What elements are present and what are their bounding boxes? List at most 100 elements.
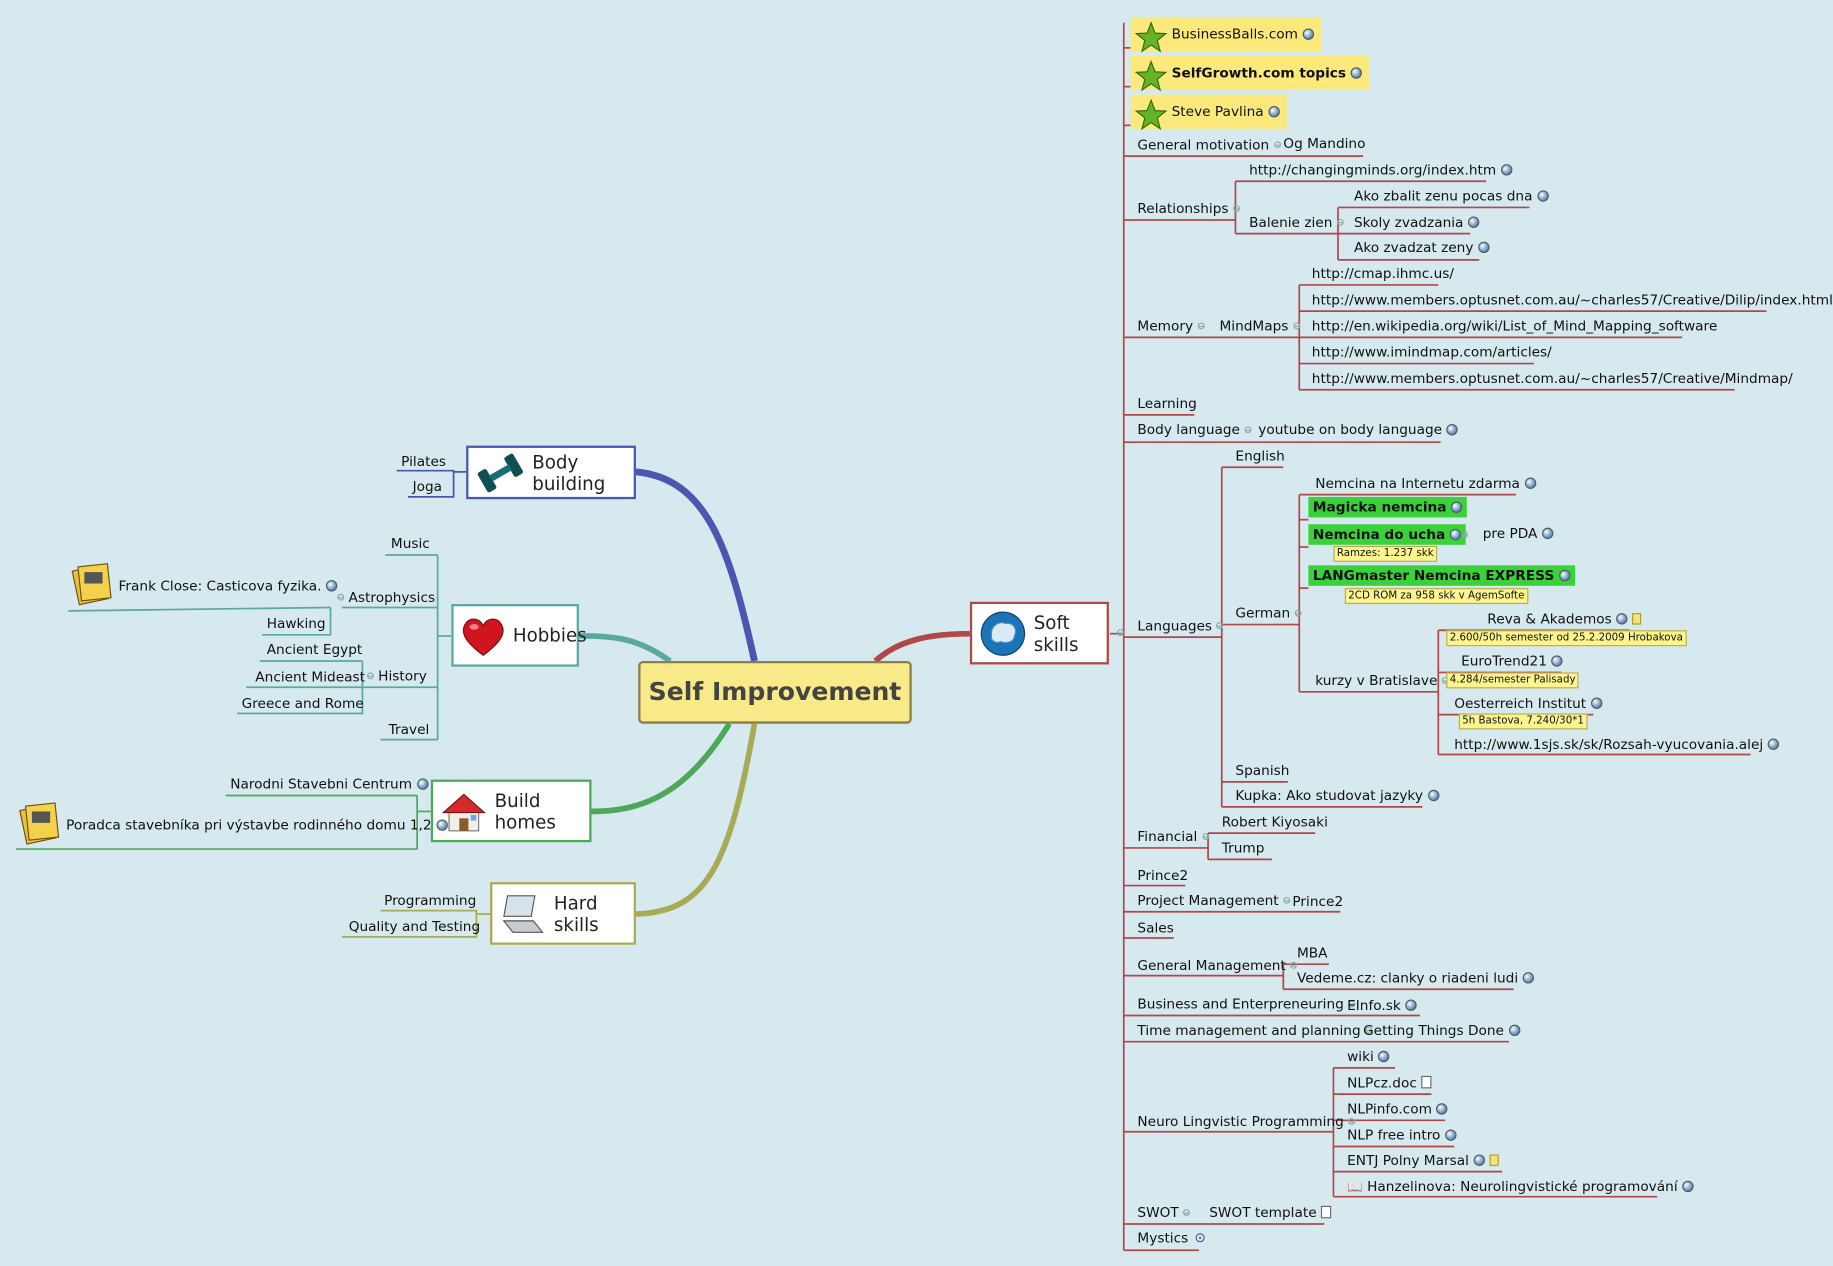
selfgrowth-topic[interactable]: SelfGrowth.com topics [1130, 55, 1369, 92]
collapse-icon[interactable] [1283, 896, 1291, 904]
vedeme-topic[interactable]: Vedeme.cz: clanky o riadeni ludi [1297, 970, 1535, 986]
soft-skills-node[interactable]: Soft skills [969, 601, 1109, 665]
nlpcz-topic[interactable]: NLPcz.doc [1347, 1075, 1432, 1091]
link-icon[interactable] [1537, 190, 1549, 202]
link-icon[interactable] [1268, 105, 1280, 118]
link-icon[interactable] [416, 778, 429, 790]
hawking-topic[interactable]: Hawking [266, 615, 326, 632]
expand-icon[interactable] [1195, 1233, 1205, 1243]
link-icon[interactable] [1378, 1050, 1390, 1063]
prince2-topic[interactable]: Prince2 [1137, 867, 1189, 884]
mindmap-link[interactable]: http://cmap.ihmc.us/ [1311, 265, 1455, 282]
quality-testing-topic[interactable]: Quality and Testing [348, 918, 481, 935]
collapse-icon[interactable] [1197, 322, 1205, 330]
pre-pda-topic[interactable]: pre PDA [1483, 525, 1554, 541]
collapse-icon[interactable] [366, 672, 374, 680]
body-language-topic[interactable]: Body language [1137, 422, 1252, 438]
spanish-topic[interactable]: Spanish [1235, 762, 1290, 779]
collapse-icon[interactable] [1292, 322, 1300, 330]
financial-topic[interactable]: Financial [1137, 829, 1209, 845]
history-topic[interactable]: History [362, 668, 427, 684]
mystics-topic[interactable]: Mystics [1137, 1230, 1205, 1246]
link-icon[interactable] [1350, 67, 1362, 79]
music-topic[interactable]: Music [390, 535, 430, 552]
nemcina-internet-topic[interactable]: Nemcina na Internetu zdarma [1315, 475, 1536, 491]
document-icon[interactable] [1321, 1205, 1332, 1219]
collapse-icon[interactable] [1273, 141, 1281, 149]
poradca-topic[interactable]: Poradca stavebníka pri výstavbe rodinnéh… [19, 800, 448, 848]
pavlina-topic[interactable]: Steve Pavlina [1130, 94, 1287, 131]
nlpinfo-topic[interactable]: NLPinfo.com [1347, 1101, 1448, 1117]
collapse-icon[interactable] [1216, 622, 1224, 630]
entj-topic[interactable]: ENTJ Polny Marsal [1347, 1152, 1499, 1168]
pilates-topic[interactable]: Pilates [401, 453, 447, 470]
collapse-icon[interactable] [1348, 1000, 1356, 1008]
ancient-mideast-topic[interactable]: Ancient Mideast [255, 669, 366, 685]
link-icon[interactable] [1590, 697, 1603, 709]
nlp-topic[interactable]: Neuro Lingvistic Programming [1137, 1113, 1356, 1129]
einfo-topic[interactable]: EInfo.sk [1347, 997, 1417, 1013]
collapse-icon[interactable] [1348, 1118, 1356, 1125]
link-icon[interactable] [1302, 28, 1314, 40]
collapse-icon[interactable] [1201, 833, 1209, 840]
programming-topic[interactable]: Programming [384, 892, 477, 909]
collapse-icon[interactable] [1365, 1026, 1373, 1034]
nlp-free-topic[interactable]: NLP free intro [1347, 1127, 1457, 1143]
link-icon[interactable] [1436, 1103, 1448, 1115]
joga-topic[interactable]: Joga [412, 478, 443, 495]
document-icon[interactable] [1421, 1075, 1432, 1089]
trump-topic[interactable]: Trump [1221, 839, 1265, 856]
link-icon[interactable] [1451, 501, 1463, 513]
pm-prince2-topic[interactable]: Prince2 [1292, 893, 1344, 910]
kurzy-topic[interactable]: kurzy v Bratislave [1315, 672, 1449, 688]
collapse-icon[interactable] [1183, 1209, 1191, 1217]
learning-topic[interactable]: Learning [1137, 395, 1197, 412]
ako-zbalit-topic[interactable]: Ako zbalit zenu pocas dna [1354, 188, 1549, 204]
swot-topic[interactable]: SWOT [1137, 1205, 1191, 1221]
travel-topic[interactable]: Travel [388, 721, 430, 738]
link-icon[interactable] [1473, 1154, 1485, 1166]
link-icon[interactable] [1449, 528, 1462, 541]
balenie-topic[interactable]: Balenie zien [1249, 214, 1344, 230]
relationships-topic[interactable]: Relationships [1137, 201, 1240, 217]
link-icon[interactable] [1427, 789, 1439, 802]
build-homes-node[interactable]: Build homes [430, 779, 592, 843]
oesterreich-topic[interactable]: Oesterreich Institut [1454, 695, 1603, 711]
nsc-topic[interactable]: Narodni Stavebni Centrum [230, 776, 429, 792]
collapse-icon[interactable] [1290, 961, 1298, 969]
collapse-icon[interactable] [1336, 218, 1344, 226]
english-topic[interactable]: English [1235, 447, 1285, 464]
changingminds-link[interactable]: http://changingminds.org/index.htm [1249, 162, 1513, 178]
link-icon[interactable] [1508, 1024, 1520, 1036]
mindmap-link[interactable]: http://en.wikipedia.org/wiki/List_of_Min… [1311, 317, 1718, 334]
link-icon[interactable] [1446, 423, 1459, 436]
note-icon[interactable] [1489, 1154, 1499, 1166]
link-icon[interactable] [1541, 527, 1554, 540]
ancient-egypt-topic[interactable]: Ancient Egypt [266, 641, 363, 658]
link-icon[interactable] [1467, 216, 1480, 228]
mindmap-link[interactable]: http://www.members.optusnet.com.au/~char… [1311, 291, 1833, 308]
youtube-body-topic[interactable]: youtube on body language [1258, 422, 1459, 438]
ako-zvadzat-topic[interactable]: Ako zvadzat zeny [1354, 239, 1490, 255]
greece-rome-topic[interactable]: Greece and Rome [241, 695, 364, 712]
memory-topic[interactable]: Memory [1137, 318, 1205, 334]
mindmap-link[interactable]: http://www.imindmap.com/articles/ [1311, 344, 1552, 361]
general-management-topic[interactable]: General Management [1137, 957, 1298, 973]
languages-topic[interactable]: Languages [1137, 618, 1224, 634]
collapse-icon[interactable] [1233, 205, 1240, 212]
link-icon[interactable] [436, 819, 448, 831]
frank-close-topic[interactable]: Frank Close: Casticova fyzika. [71, 561, 338, 609]
nemcina-ucha-topic[interactable]: Nemcina do ucha [1308, 524, 1466, 545]
link-icon[interactable] [1682, 1180, 1694, 1193]
central-topic[interactable]: Self Improvement [638, 661, 912, 724]
link-icon[interactable] [1767, 738, 1780, 750]
body-building-node[interactable]: Body building [466, 445, 636, 500]
swot-template-topic[interactable]: SWOT template [1209, 1205, 1332, 1221]
collapse-icon[interactable] [337, 593, 345, 601]
astrophysics-topic[interactable]: Astrophysics [333, 589, 435, 605]
eurotrend-topic[interactable]: EuroTrend21 [1461, 653, 1563, 669]
link-icon[interactable] [1500, 164, 1513, 176]
link-icon[interactable] [1524, 477, 1536, 489]
hard-skills-node[interactable]: Hard skills [490, 882, 636, 945]
hobbies-node[interactable]: Hobbies [451, 604, 587, 667]
